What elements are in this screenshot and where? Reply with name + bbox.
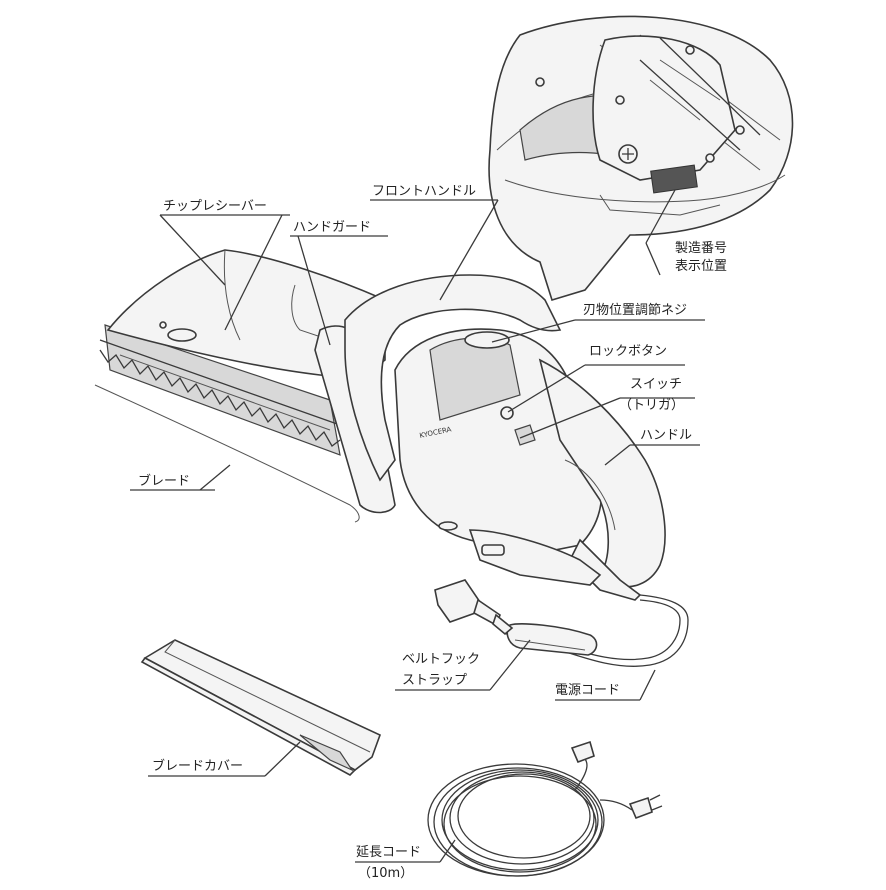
blade-label: ブレード [138, 474, 191, 489]
power-cord-assembly [434, 579, 689, 667]
trimmer-housing: KYOCERA [314, 274, 666, 601]
switch-label: スイッチ [630, 377, 683, 392]
extension-cord-length-label: （10m） [358, 866, 414, 881]
chip-receiver-label: チップレシーバー [163, 199, 267, 214]
lock-button-label: ロックボタン [589, 344, 668, 359]
leader-lines [130, 189, 705, 863]
blade-assembly [94, 324, 360, 523]
trigger-label: （トリガ） [619, 398, 685, 413]
serial-number-label-line2: 表示位置 [675, 259, 728, 274]
extension-cord-coil [427, 740, 663, 877]
serial-number-inset [488, 15, 794, 301]
blade-cover-label: ブレードカバー [152, 759, 244, 774]
belt-hook-label-line1: ベルトフック [402, 652, 481, 667]
blade-cover [140, 639, 382, 776]
front-handle-label: フロントハンドル [372, 184, 477, 199]
handle-label: ハンドル [640, 428, 693, 443]
blade-adjust-screw-label: 刃物位置調節ネジ [583, 303, 688, 318]
hand-guard-label: ハンドガード [293, 220, 372, 235]
serial-number-label-line1: 製造番号 [675, 241, 728, 256]
extension-cord-label: 延長コード [356, 845, 422, 860]
power-cord-label: 電源コード [555, 683, 621, 698]
belt-hook-label-line2: ストラップ [402, 673, 468, 688]
